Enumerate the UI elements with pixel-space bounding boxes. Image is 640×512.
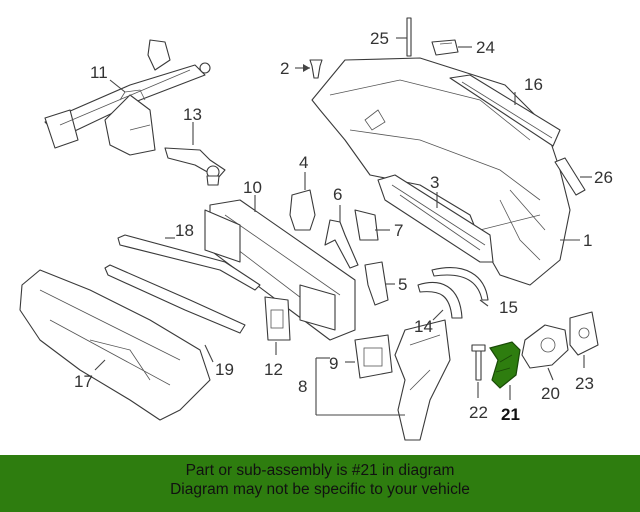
callout-21: 21 [501,405,520,424]
part-23-cover [569,311,599,356]
callout-18: 18 [175,221,194,240]
callout-9: 9 [329,354,338,373]
callout-11: 11 [90,63,108,82]
part-9-plate [354,334,393,379]
leader-20 [547,367,554,381]
part-4-bracket [289,189,316,231]
part-21-highlighted-bracket [489,341,521,389]
callout-1: 1 [583,231,592,250]
callout-19: 19 [215,360,234,379]
arrow-2 [303,64,310,72]
part-11-trailer-hitch [44,39,211,156]
part-3-energy-absorber [377,174,494,263]
part-15-arch-trim [431,267,489,301]
part-17-lower-cover [19,269,211,421]
callout-25: 25 [370,29,389,48]
part-8-side-bracket [394,319,451,441]
part-22-bolt [471,344,486,381]
part-6-bracket [324,219,359,269]
part-12-bracket [264,296,291,341]
leader-17 [94,359,106,371]
callout-5: 5 [398,275,407,294]
callout-17: 17 [74,372,93,391]
leader-19 [204,344,214,363]
callout-20: 20 [541,384,560,403]
part-19-lower-strip [104,264,246,334]
callout-22: 22 [469,403,488,422]
leader-11 [109,79,126,93]
callout-23: 23 [575,374,594,393]
part-18-strip [117,234,261,291]
part-26-trim [554,157,586,196]
callout-12: 12 [264,360,283,379]
part-5-bracket [364,261,389,306]
callout-7: 7 [394,221,403,240]
part-24-bracket [431,39,459,56]
exploded-parts-diagram: 11 13 2 25 24 1 16 26 [19,17,613,441]
leader-15 [479,299,489,307]
leader-14 [432,309,444,321]
part-14-arch-liner [417,281,463,319]
callout-10: 10 [243,178,262,197]
banner-line-1: Part or sub-assembly is #21 in diagram [185,462,455,479]
part-10-reinforcement-beam [204,199,356,341]
callout-8: 8 [298,377,307,396]
callout-16: 16 [524,75,543,94]
callout-4: 4 [299,153,308,172]
banner-line-2: Diagram may not be specific to your vehi… [170,481,470,498]
callout-2: 2 [280,59,289,78]
part-20-housing [521,324,569,369]
callout-3: 3 [430,173,439,192]
callout-15: 15 [499,298,518,317]
part-25-rod [406,17,412,57]
callout-14: 14 [414,317,433,336]
part-7-bracket [354,209,379,241]
callout-26: 26 [594,168,613,187]
callout-13: 13 [183,105,202,124]
callout-24: 24 [476,38,495,57]
part-13-tow-ball [164,147,226,186]
part-2-clip [309,59,323,79]
callout-6: 6 [333,185,342,204]
info-banner: Part or sub-assembly is #21 in diagram D… [0,455,640,512]
part-16-upper-strip [449,74,561,147]
